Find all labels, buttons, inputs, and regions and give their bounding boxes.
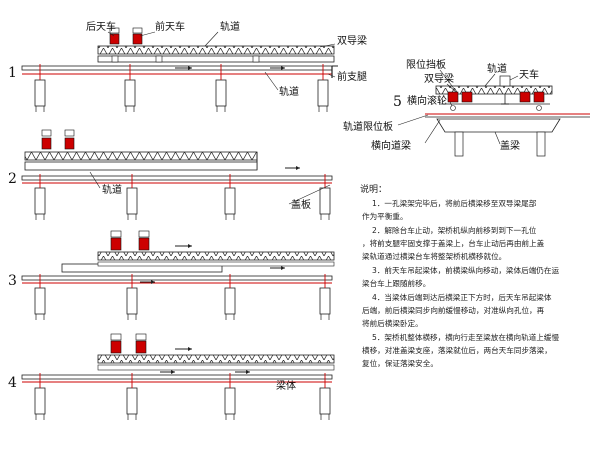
step-5-cross-section: 5 限位挡板 双导梁 轨道 天车 横向滚轮 轨道限位板 横向道梁 [343, 58, 590, 157]
note-line: 复位，保证落梁安全。 [362, 358, 438, 368]
note-line: 梁台车上跟随前移。 [362, 278, 430, 288]
guide-beam-truss [24, 151, 258, 161]
trolleys-with-beam [110, 230, 150, 251]
trolleys-advanced [110, 333, 147, 354]
label-track-2: 轨道 [102, 183, 122, 196]
notes: 说明： 1．一孔梁架完毕后，将前后横梁移至双导梁尾部 作为平衡重。 2．解除台车… [360, 183, 559, 368]
note-line: 梁轨道通过横梁台车将整架桥机横移就位。 [362, 251, 506, 261]
label-pier-cap: 盖板 [291, 198, 311, 211]
step-2: 2 轨道 盖板 [8, 129, 333, 220]
pier [34, 274, 331, 320]
label-track-top: 轨道 [220, 20, 240, 33]
step-number-5: 5 [393, 94, 402, 110]
label-front-leg: 前支腿 [337, 70, 367, 83]
guide-beam-truss [97, 45, 335, 55]
label-front-trolley: 前天车 [155, 20, 185, 33]
note-line: 5．架桥机整体横移，横向行走至梁放在横向轨道上缓慢 [372, 332, 559, 342]
note-line: 4．当梁体后端到达后横梁正下方时，后天车吊起梁体 [372, 292, 552, 302]
note-line: 1．一孔梁架完毕后，将前后横梁移至双导梁尾部 [372, 198, 537, 208]
step-number-4: 4 [8, 375, 17, 391]
note-line: 作为平衡重。 [362, 211, 408, 221]
rear-trolley [109, 27, 120, 63]
step-number-2: 2 [8, 171, 17, 187]
note-line: ，将前支腿牢固支撑于盖梁上，台车止动后再由前上盖 [362, 238, 545, 248]
label-rear-trolley: 后天车 [86, 20, 116, 33]
label-lateral-guide-beam: 横向道梁 [371, 139, 411, 152]
cap-beam [436, 118, 561, 133]
trolley-body [499, 75, 511, 87]
label-limit-stop: 限位挡板 [406, 58, 446, 71]
label-double-guide-beam-5: 双导梁 [424, 72, 454, 85]
note-line: 3．前天车吊起梁体，前横梁纵向移动，梁体后端仍在运 [372, 265, 559, 275]
guide-beam-lower [97, 55, 335, 63]
label-cap-beam: 盖梁 [500, 139, 520, 152]
label-lateral-roller: 横向滚轮 [407, 94, 447, 107]
label-track-limit-plate: 轨道限位板 [343, 120, 393, 133]
note-line: 将前后横梁卧定。 [362, 318, 423, 328]
label-track-1: 轨道 [279, 85, 299, 98]
label-beam-body: 梁体 [276, 379, 296, 392]
label-trolley: 天车 [519, 68, 539, 81]
step-number-3: 3 [8, 273, 17, 289]
label-double-guide-beam: 双导梁 [337, 34, 367, 47]
notes-title: 说明： [360, 183, 387, 195]
note-line: 后端，前后横梁同步向前缓慢移动，对准纵向孔位，再 [362, 305, 545, 315]
step-4: 4 梁体 [8, 333, 335, 420]
pier [34, 174, 331, 220]
label-track-5: 轨道 [487, 62, 507, 75]
step-1: 1 [8, 20, 367, 112]
step-3: 3 [8, 230, 335, 320]
front-trolley [132, 27, 260, 63]
pier [34, 373, 331, 420]
pier [34, 64, 329, 112]
note-line: 2．解除台车止动，架桥机纵向前移到到下一孔位 [372, 225, 537, 235]
step-number-1: 1 [8, 65, 17, 81]
note-line: 横移，对准盖梁支座，落梁就位后，两台天车同步落梁， [362, 345, 552, 355]
